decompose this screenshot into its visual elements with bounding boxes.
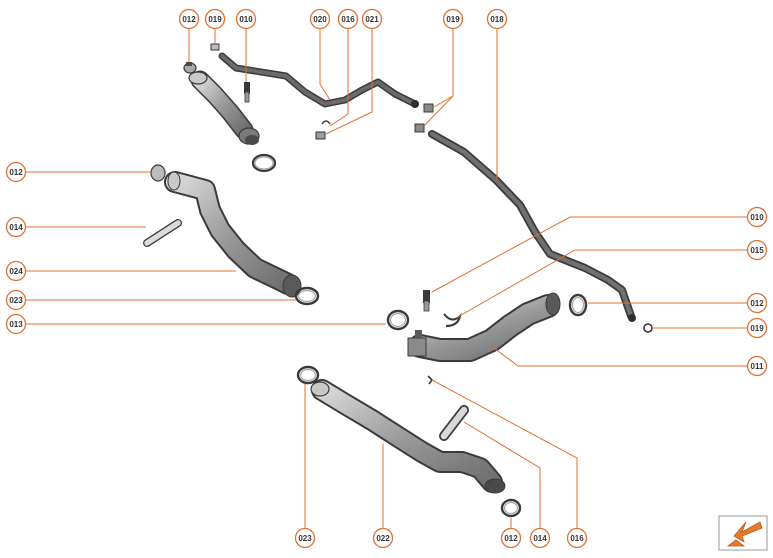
callout-013[interactable]: 013 [5, 313, 27, 335]
part-clip-019-mid [414, 103, 434, 133]
part-hose-022 [310, 379, 506, 494]
part-clip-019-top [210, 43, 220, 51]
part-clamp-012-left [150, 164, 166, 182]
part-clamp-012-right [568, 293, 588, 317]
svg-text:024: 024 [9, 267, 23, 276]
part-clip-016-021 [315, 120, 331, 140]
part-upper-hose [188, 70, 260, 145]
part-hose-011 [407, 292, 561, 362]
callout-023-left[interactable]: 023 [5, 289, 27, 311]
callout-010-top[interactable]: 010 [235, 8, 257, 30]
svg-text:012: 012 [750, 299, 764, 308]
callout-014-left[interactable]: 014 [5, 216, 27, 238]
callout-018[interactable]: 018 [486, 8, 508, 30]
part-clip-015 [443, 312, 462, 327]
svg-text:016: 016 [570, 534, 584, 543]
part-clamp-012-top [183, 62, 197, 74]
part-rod-014-bottom [439, 405, 469, 441]
part-hook-016-bottom [427, 375, 434, 385]
svg-text:011: 011 [751, 362, 764, 371]
callout-012-bottom[interactable]: 012 [500, 527, 522, 549]
callout-023-bottom[interactable]: 023 [294, 527, 316, 549]
callout-014-bottom[interactable]: 014 [529, 527, 551, 549]
svg-text:016: 016 [341, 15, 355, 24]
svg-text:023: 023 [9, 296, 23, 305]
part-pipe-020 [218, 52, 419, 108]
svg-text:021: 021 [365, 15, 379, 24]
part-pipe-018 [428, 130, 636, 322]
callout-020[interactable]: 020 [309, 8, 331, 30]
part-sensor-010-right [423, 290, 430, 312]
callout-021[interactable]: 021 [361, 8, 383, 30]
part-clamp-023-left [294, 286, 320, 306]
callout-016-bottom[interactable]: 016 [566, 527, 588, 549]
callout-019-mid[interactable]: 019 [442, 8, 464, 30]
callout-012-top[interactable]: 012 [178, 8, 200, 30]
svg-text:014: 014 [9, 223, 23, 232]
svg-text:018: 018 [490, 15, 504, 24]
callout-011[interactable]: 011 [746, 355, 768, 377]
svg-text:010: 010 [239, 15, 253, 24]
svg-text:012: 012 [504, 534, 518, 543]
callouts: 012 019 010 020 016 021 019 018 012 014 … [5, 8, 768, 549]
svg-text:012: 012 [9, 168, 23, 177]
svg-text:019: 019 [208, 15, 222, 24]
callout-019-right[interactable]: 019 [746, 317, 768, 339]
svg-text:023: 023 [298, 534, 312, 543]
part-clip-019-right [643, 323, 653, 333]
part-hose-024 [164, 171, 302, 298]
part-clamp-023-bottom [296, 365, 320, 385]
svg-text:010: 010 [750, 213, 764, 222]
part-rod-014-left [143, 219, 182, 247]
part-clamp-012-bottom [500, 498, 522, 518]
part-sensor-010-top [244, 82, 250, 103]
callout-019-top[interactable]: 019 [204, 8, 226, 30]
leader-lines [25, 28, 748, 529]
direction-nav-button[interactable] [718, 515, 768, 551]
callout-012-right[interactable]: 012 [746, 292, 768, 314]
callout-016-top[interactable]: 016 [337, 8, 359, 30]
orange-arrow-down-left-icon [726, 521, 763, 547]
svg-text:022: 022 [376, 534, 390, 543]
svg-text:019: 019 [446, 15, 460, 24]
svg-text:012: 012 [182, 15, 196, 24]
callout-015[interactable]: 015 [746, 239, 768, 261]
svg-text:019: 019 [750, 324, 764, 333]
callout-024[interactable]: 024 [5, 260, 27, 282]
part-clamp-013 [386, 309, 410, 331]
svg-text:020: 020 [313, 15, 327, 24]
svg-text:013: 013 [9, 320, 23, 329]
callout-012-left[interactable]: 012 [5, 161, 27, 183]
callout-022[interactable]: 022 [372, 527, 394, 549]
callout-010-right[interactable]: 010 [746, 206, 768, 228]
parts-layer [143, 43, 653, 518]
svg-text:015: 015 [750, 246, 764, 255]
part-clamp-upper-end [251, 153, 277, 173]
svg-text:014: 014 [533, 534, 547, 543]
